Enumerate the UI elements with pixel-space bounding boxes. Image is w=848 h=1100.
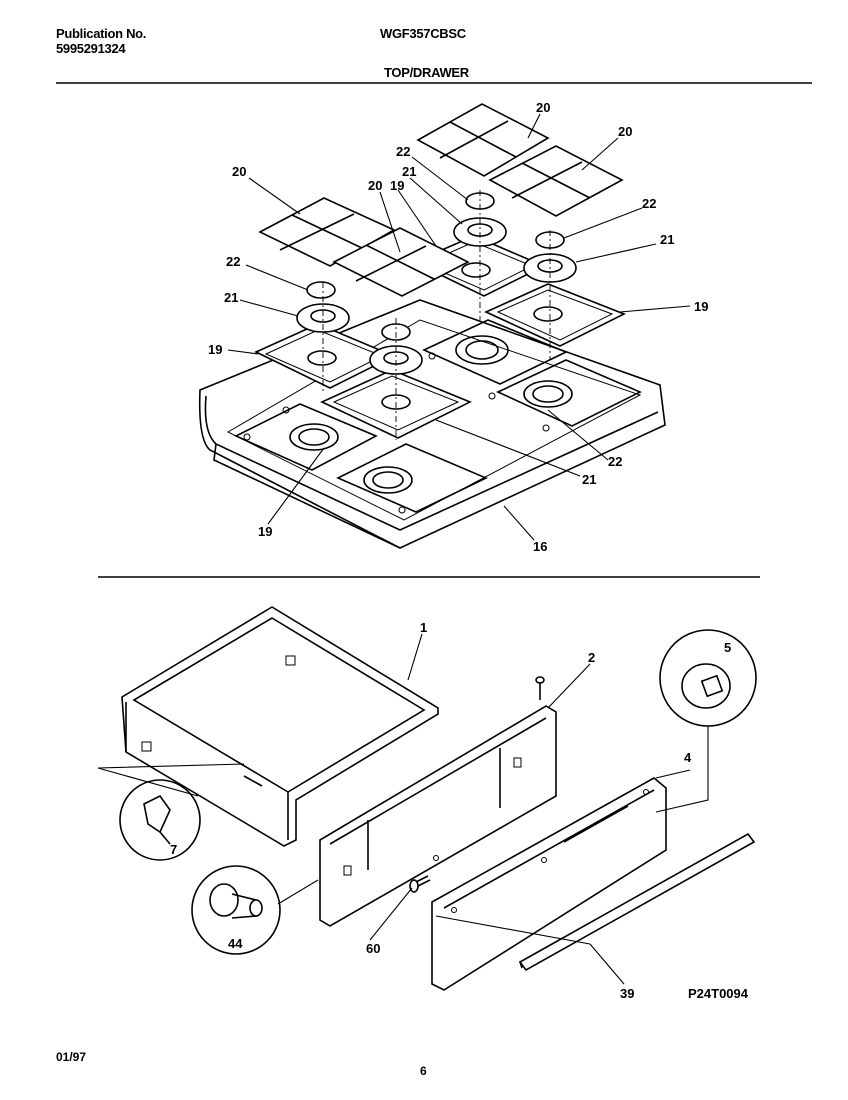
screw-top — [535, 676, 545, 700]
callout-1: 1 — [420, 620, 427, 635]
drawer-assembly — [97, 606, 757, 991]
drawer-panel-part-4 — [431, 777, 667, 991]
callout-5: 5 — [724, 640, 731, 655]
callout-20a: 20 — [232, 164, 246, 179]
section-title: TOP/DRAWER — [384, 65, 469, 80]
callout-7: 7 — [170, 842, 177, 857]
callout-21b: 21 — [660, 232, 674, 247]
model-number: WGF357CBSC — [380, 26, 466, 41]
callout-20d: 20 — [368, 178, 382, 193]
drawer-body-part-1 — [121, 606, 439, 847]
drawer-front-panel-part-2 — [319, 705, 557, 927]
trim-strip-part-39 — [518, 832, 756, 972]
page-number: 6 — [420, 1064, 427, 1078]
figure-code: P24T0094 — [688, 986, 749, 1001]
callout-22c: 22 — [226, 254, 240, 269]
callout-19d: 19 — [258, 524, 272, 539]
footer-date: 01/97 — [56, 1050, 87, 1064]
cooktop-assembly — [198, 103, 666, 549]
callout-39: 39 — [620, 986, 634, 1001]
callout-19a: 19 — [390, 178, 404, 193]
publication-number: 5995291324 — [56, 41, 126, 56]
top-callouts: 20 20 20 22 20 19 21 22 21 22 21 19 19 2… — [208, 100, 708, 554]
detail-inset-5 — [659, 629, 757, 727]
callout-19c: 19 — [208, 342, 222, 357]
detail-inset-44 — [191, 865, 281, 955]
callout-21d: 21 — [582, 472, 596, 487]
callout-4: 4 — [684, 750, 692, 765]
callout-16: 16 — [533, 539, 547, 554]
callout-44: 44 — [228, 936, 243, 951]
screw-part-60 — [409, 875, 431, 893]
top-leader-lines — [227, 113, 691, 541]
callout-60: 60 — [366, 941, 380, 956]
callout-2: 2 — [588, 650, 595, 665]
callout-22d: 22 — [608, 454, 622, 469]
main-top-part-16 — [198, 299, 666, 549]
callout-20c: 20 — [618, 124, 632, 139]
publication-label: Publication No. — [56, 26, 147, 41]
callout-20b: 20 — [536, 100, 550, 115]
callout-21a: 21 — [402, 164, 416, 179]
callout-19b: 19 — [694, 299, 708, 314]
drawer-callouts: 1 2 5 4 7 44 60 39 — [170, 620, 731, 1001]
callout-21c: 21 — [224, 290, 238, 305]
callout-22a: 22 — [396, 144, 410, 159]
callout-22b: 22 — [642, 196, 656, 211]
burner-base-plates — [234, 319, 642, 514]
detail-inset-7 — [119, 779, 201, 861]
